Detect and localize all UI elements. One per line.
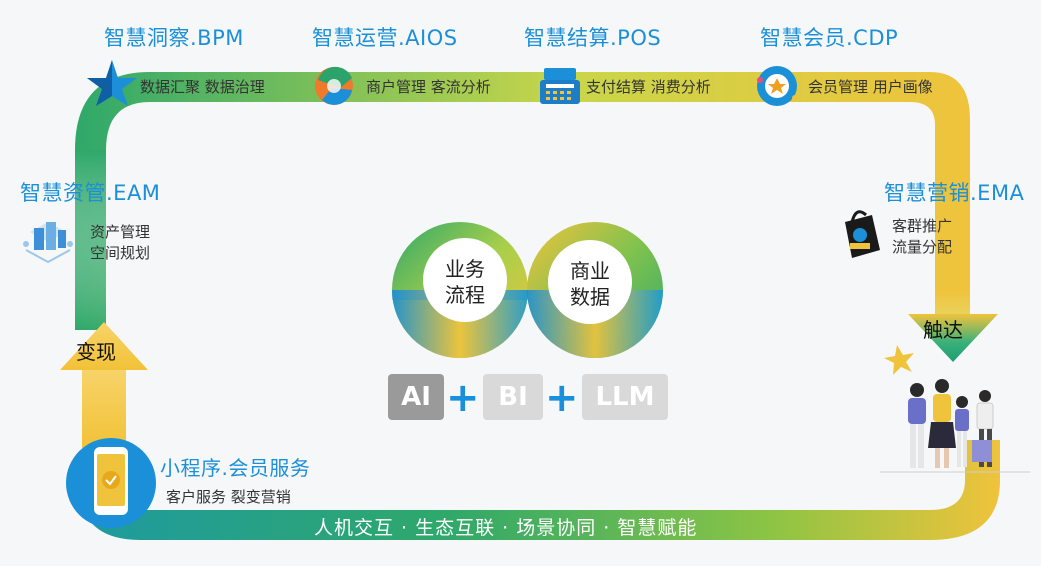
eam-desc-line2: 空间规划 (90, 244, 151, 262)
infinity-symbol (392, 222, 663, 358)
aios-title: 智慧运营.AIOS (312, 26, 458, 50)
ema-desc: 客群推广 流量分配 (892, 216, 952, 258)
down-arrow (908, 314, 998, 362)
pos-title: 智慧结算.POS (524, 26, 662, 50)
mini-desc: 客户服务 裂变营销 (166, 488, 291, 506)
people-illustration (880, 345, 1030, 473)
business-process-line2: 流程 (445, 283, 485, 307)
plus-1: + (446, 375, 480, 421)
business-data-label: 商业 数据 (550, 258, 630, 310)
ai-box (388, 374, 444, 420)
buildings-icon (23, 222, 73, 264)
bi-box (483, 374, 543, 420)
monetize-label: 变现 (76, 340, 116, 364)
top-band (75, 72, 970, 330)
left-band (75, 150, 106, 330)
cdp-desc: 会员管理 用户画像 (808, 78, 933, 96)
cdp-title: 智慧会员.CDP (760, 26, 899, 50)
llm-box (582, 374, 668, 420)
plus-2: + (545, 375, 579, 421)
llm-label: LLM (595, 382, 655, 412)
bottom-band-text: 人机交互 · 生态互联 · 场景协同 · 智慧赋能 (314, 517, 698, 539)
eam-title: 智慧资管.EAM (20, 181, 161, 205)
business-data-line2: 数据 (570, 285, 610, 309)
smartphone-icon (66, 438, 156, 528)
ema-title: 智慧营销.EMA (884, 181, 1025, 205)
mini-title: 小程序.会员服务 (160, 456, 311, 480)
aios-desc: 商户管理 客流分析 (366, 78, 491, 96)
business-process-label: 业务 流程 (425, 256, 505, 308)
business-process-line1: 业务 (445, 257, 485, 281)
member-badge-icon (757, 66, 798, 106)
up-arrow (60, 322, 148, 370)
eam-desc-line1: 资产管理 (90, 223, 151, 241)
swirl-logo-icon (315, 66, 353, 105)
cash-register-icon (540, 68, 580, 104)
pos-desc: 支付结算 消费分析 (586, 78, 711, 96)
reach-label: 触达 (923, 318, 963, 342)
bpm-desc: 数据汇聚 数据治理 (140, 78, 265, 96)
ai-label: AI (401, 382, 431, 412)
ema-desc-line1: 客群推广 (892, 217, 953, 235)
ema-desc-line2: 流量分配 (892, 238, 953, 256)
eam-desc: 资产管理 空间规划 (90, 222, 150, 264)
bi-label: BI (498, 382, 528, 412)
bottom-band (78, 440, 1000, 540)
star-icon (87, 60, 137, 106)
business-data-line1: 商业 (570, 259, 610, 283)
shopping-bag-icon (845, 210, 880, 258)
bpm-title: 智慧洞察.BPM (104, 26, 244, 50)
